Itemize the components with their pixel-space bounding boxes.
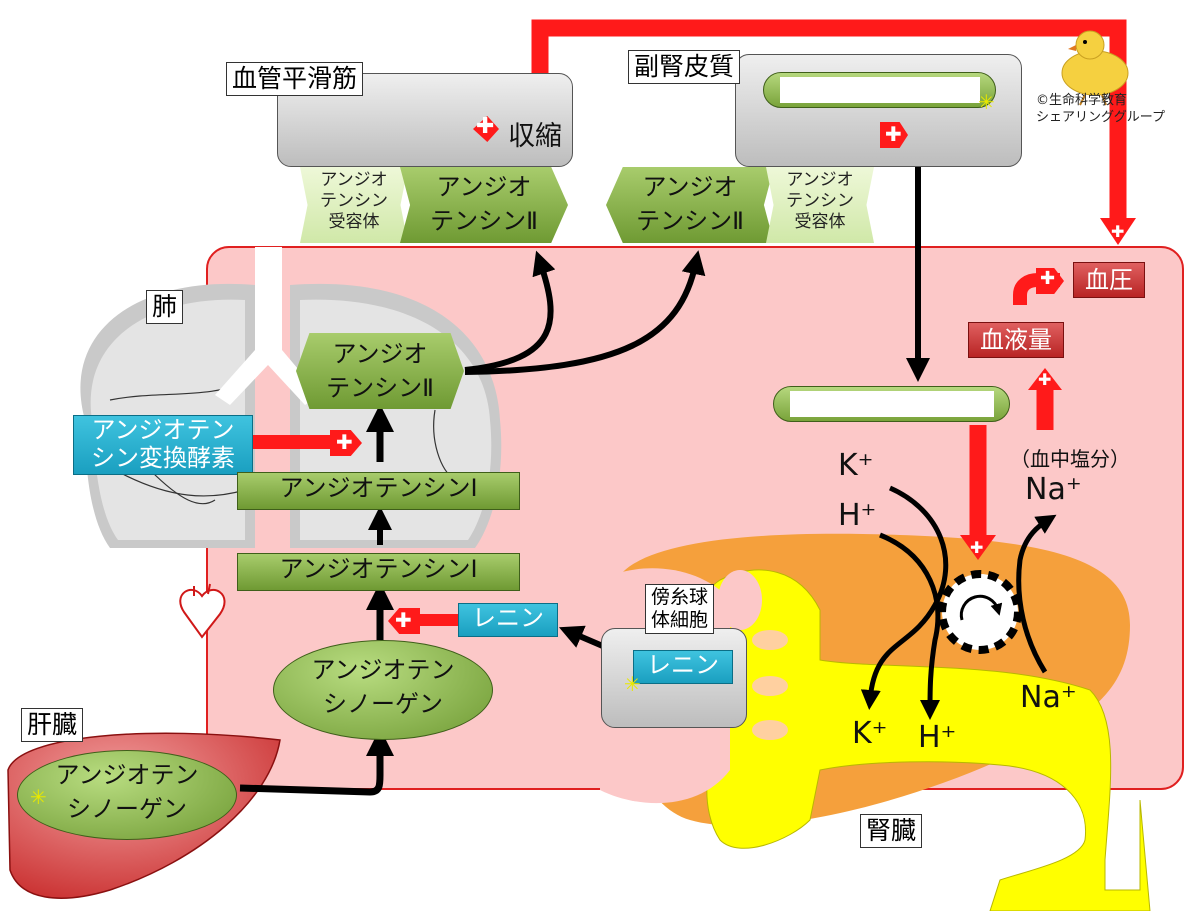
lung-label: 肺 (146, 290, 184, 324)
ang2-vascular-text: アンジオ テンシンⅡ (430, 173, 538, 235)
vascular-smooth-muscle-label: 血管平滑筋 (226, 62, 364, 96)
aldosterone-bar-adrenal (763, 72, 996, 108)
angiotensinogen-liver-text: アンジオテン シノーゲン (55, 761, 199, 823)
na-ion-bottom: Na⁺ (1020, 680, 1077, 715)
receptor-right-text: アンジオ テンシン 受容体 (786, 170, 854, 232)
angiotensinogen-liver (17, 750, 237, 840)
renin-jg: レニン (633, 650, 733, 684)
k-ion-bottom: K⁺ (852, 716, 888, 751)
receptor-left (300, 167, 408, 243)
star-icon: ✳ (624, 672, 641, 696)
blood-pressure-box: 血圧 (1073, 262, 1145, 298)
credit-line-1: ©生命科学教育 (1036, 93, 1128, 108)
plus-icon: ✚ (885, 122, 902, 146)
liver-label: 肝臓 (21, 708, 84, 742)
plus-icon: ✚ (476, 114, 495, 139)
contraction-text: 収縮 (508, 121, 562, 152)
h-ion-bottom: H⁺ (918, 720, 957, 755)
kidney-label: 腎臓 (860, 814, 923, 848)
angiotensinogen-blood (273, 640, 493, 740)
ang2-adrenal (606, 167, 774, 243)
plus-icon: ✚ (1038, 370, 1052, 389)
blood-volume-box: 血液量 (968, 322, 1064, 358)
heart-icon (179, 583, 226, 639)
ang2-lung (296, 333, 464, 409)
plus-icon: ✚ (1040, 268, 1056, 289)
ang2-lung-text: アンジオ テンシンⅡ (326, 340, 434, 402)
angiotensinogen-blood-text: アンジオテン シノーゲン (311, 656, 455, 718)
blood-salt-text: （血中塩分） (1010, 447, 1130, 471)
plus-icon: ✚ (395, 608, 412, 632)
ang2-vascular (400, 167, 568, 243)
chick-icon (1061, 30, 1129, 106)
receptor-right (766, 167, 874, 243)
plus-icon: ✚ (336, 430, 353, 454)
aldosterone-bar-body (773, 386, 1010, 422)
pump-cycle-icon (938, 570, 1022, 654)
h-ion-top: H⁺ (838, 498, 877, 533)
ang1-lung: アンジオテンシンⅠ (237, 472, 520, 510)
ace-box: アンジオテン シン変換酵素 (73, 415, 253, 475)
arrow-contraction-to-pressure (531, 19, 1127, 222)
ang1-blood: アンジオテンシンⅠ (237, 553, 520, 591)
adrenal-cortex-label: 副腎皮質 (628, 50, 741, 84)
star-icon: ✳ (978, 90, 995, 114)
credit-line-2: シェアリンググループ (1036, 110, 1165, 125)
plus-icon: ✚ (970, 538, 984, 557)
receptor-left-text: アンジオ テンシン 受容体 (320, 170, 388, 232)
star-icon: ✳ (30, 785, 47, 809)
plus-icon: ✚ (1111, 222, 1125, 241)
k-ion-top: K⁺ (838, 448, 874, 483)
ang2-adrenal-text: アンジオ テンシンⅡ (636, 173, 744, 235)
renin-blood: レニン (458, 603, 558, 637)
na-ion-top: Na⁺ (1025, 472, 1082, 507)
jg-cell-label: 傍糸球 体細胞 (645, 584, 715, 634)
